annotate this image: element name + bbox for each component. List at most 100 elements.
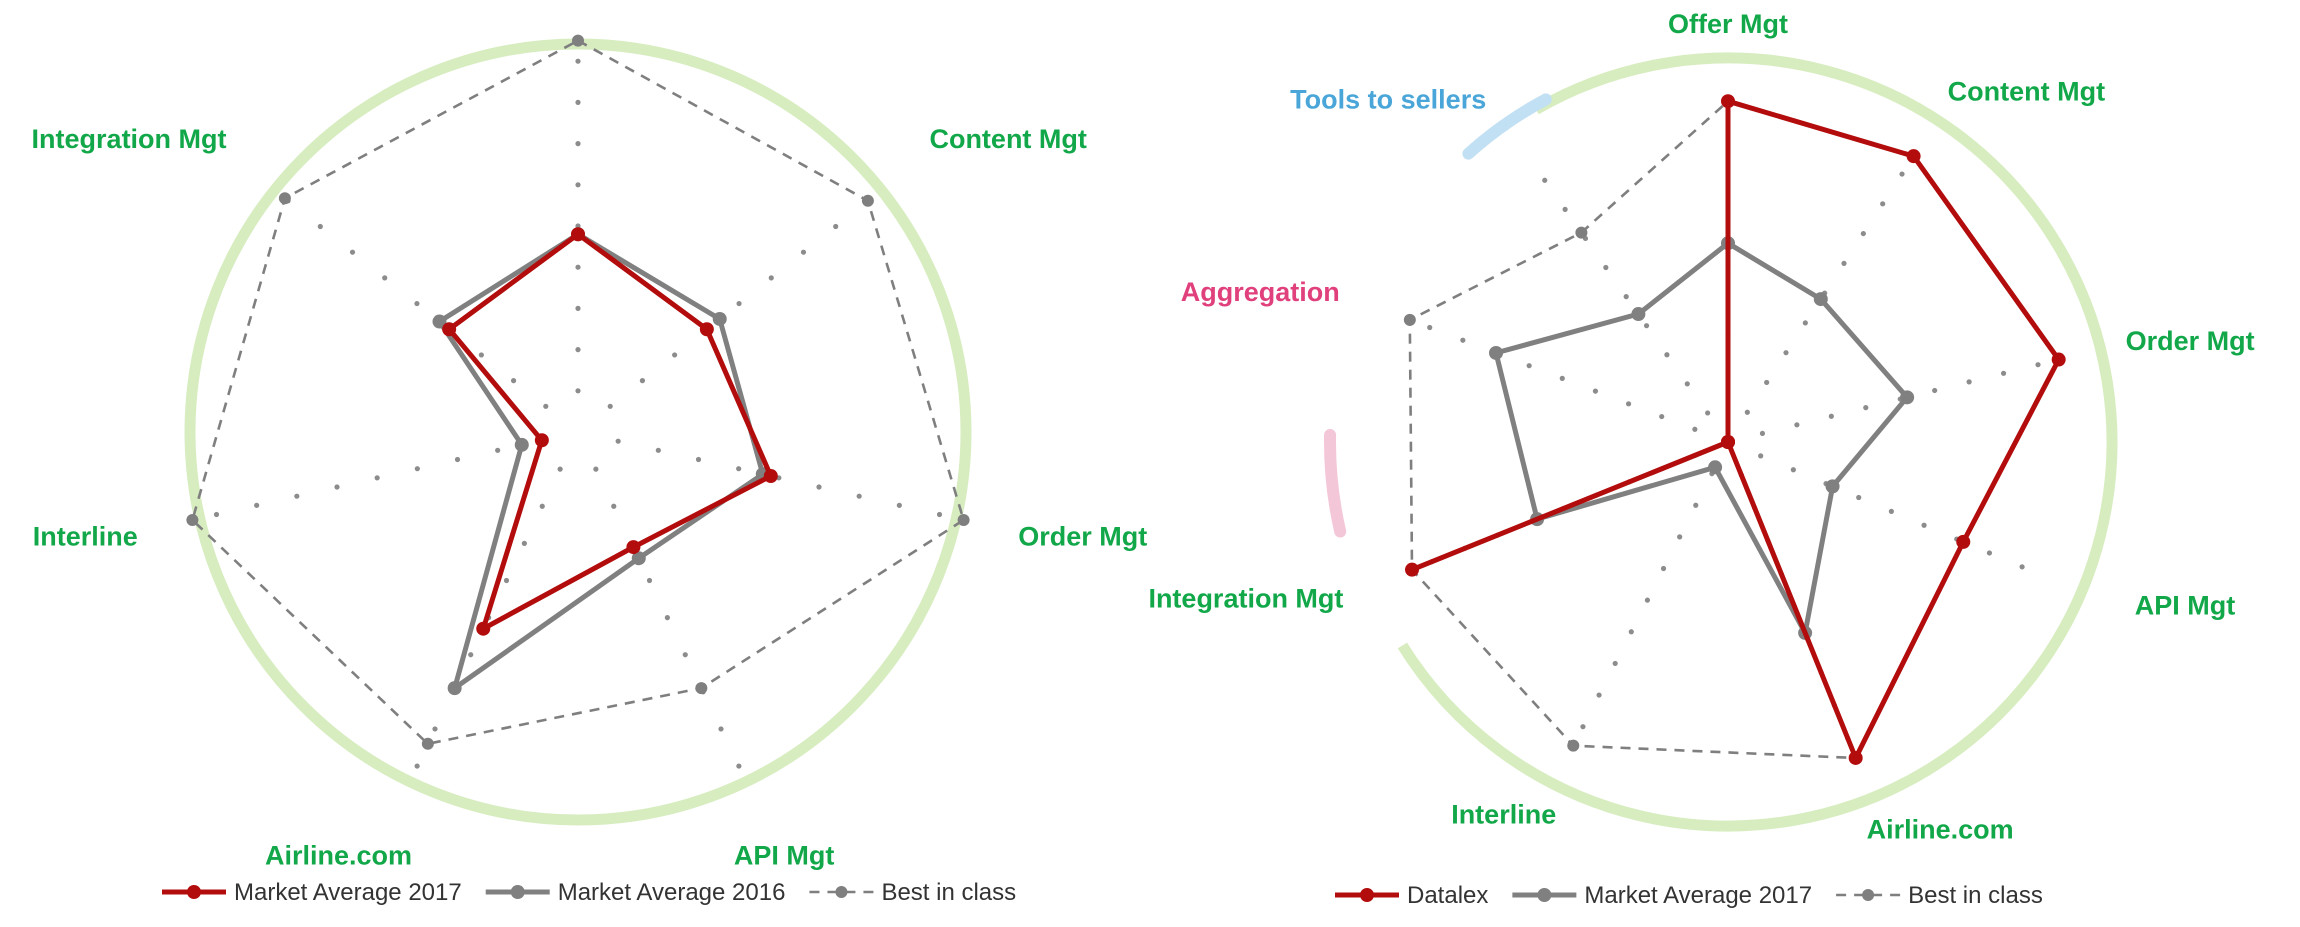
grid-dot	[816, 484, 822, 490]
legend-item-market-average-2017: Market Average 2017	[162, 879, 462, 906]
grid-dot	[1592, 388, 1599, 394]
data-point	[421, 737, 434, 750]
data-point	[571, 227, 585, 242]
legend-item-market-average-2016: Market Average 2016	[485, 879, 786, 906]
grid-dot	[414, 300, 420, 307]
grid-dot	[1888, 508, 1894, 514]
grid-dot	[1841, 260, 1847, 266]
grid-dot	[607, 403, 613, 409]
grid-dot	[374, 475, 380, 481]
grid-dot	[1932, 387, 1938, 394]
axis-label-tools-to-sellers: Tools to sellers	[1290, 85, 1486, 115]
grid-dot	[695, 456, 702, 463]
grid-dot	[317, 223, 323, 230]
outer-ring	[1397, 52, 2118, 832]
axis-label-interline: Interline	[1451, 799, 1556, 829]
axis-label-airline-com: Airline.com	[1867, 815, 2014, 845]
legend-swatch-marker	[1862, 889, 1875, 901]
grid-dot	[1783, 350, 1789, 356]
grid-dot	[575, 141, 581, 147]
grid-dot	[503, 577, 510, 584]
grid-dot	[615, 438, 621, 444]
grid-dot	[856, 493, 862, 499]
grid-dot	[1596, 692, 1602, 698]
grid-dot	[1744, 409, 1750, 415]
grid-dot	[1986, 550, 1993, 556]
grid-dot	[414, 763, 420, 769]
data-point	[1900, 390, 1915, 405]
data-point	[631, 551, 646, 566]
grid-dot	[1562, 206, 1568, 212]
data-point	[1956, 534, 1971, 549]
data-point	[699, 322, 714, 337]
legend-item-best-in-class: Best in class	[1836, 882, 2043, 909]
grid-dot	[736, 466, 742, 472]
axis-label-order-mgt: Order Mgt	[2126, 326, 2255, 356]
legend-swatch-marker	[1360, 888, 1374, 902]
grid-dot	[833, 223, 839, 230]
grid-dot	[1625, 401, 1632, 407]
aggregation-highlight-arc	[1324, 429, 1347, 538]
grid-dot	[495, 447, 501, 453]
legend-label: Best in class	[881, 879, 1016, 906]
data-point	[514, 437, 529, 452]
grid-dot	[1856, 494, 1862, 501]
grid-dot	[1899, 171, 1905, 177]
legend-swatch-marker	[835, 886, 848, 898]
legend-label: Datalex	[1407, 882, 1488, 909]
data-point	[1405, 562, 1420, 577]
grid-dot	[478, 352, 484, 358]
grid-dot	[575, 99, 581, 105]
grid-dot	[1659, 413, 1665, 420]
data-point	[1825, 479, 1840, 494]
grid-dot	[1692, 426, 1698, 432]
data-point	[572, 34, 584, 47]
grid-dot	[414, 466, 420, 472]
data-point	[2051, 352, 2066, 367]
grid-dot	[557, 466, 563, 472]
grid-dot	[294, 493, 300, 499]
legend-label: Market Average 2016	[558, 879, 786, 906]
grid-dot	[521, 540, 527, 546]
data-point	[476, 621, 491, 636]
data-point	[1813, 292, 1828, 307]
grid-dot	[896, 502, 902, 508]
data-point	[1403, 313, 1416, 326]
axis-label-integration-mgt: Integration Mgt	[1148, 584, 1343, 614]
grid-dot	[646, 577, 653, 584]
grid-dot	[1684, 381, 1690, 387]
grid-dots	[213, 58, 943, 769]
grid-dot	[1828, 413, 1834, 419]
grid-dot	[543, 403, 549, 409]
grid-dot	[1612, 660, 1618, 667]
data-point	[432, 314, 447, 329]
axis-label-interline: Interline	[33, 522, 138, 552]
grid-dot	[1603, 264, 1609, 271]
grid-dot	[254, 502, 260, 508]
grid-dot	[468, 652, 474, 658]
grid-dot	[539, 503, 545, 509]
outer-ring	[184, 38, 972, 826]
series-line	[191, 39, 965, 746]
data-point	[1848, 750, 1863, 765]
grid-dot	[1759, 430, 1766, 437]
grid-dot	[349, 249, 356, 255]
legend-label: Best in class	[1908, 882, 2043, 909]
grid-dot	[936, 511, 943, 518]
series-best-in-class	[186, 34, 970, 750]
data-point	[1708, 460, 1723, 475]
grid-dot	[1660, 565, 1667, 572]
grid-dot	[213, 511, 220, 518]
axis-label-api-mgt: API Mgt	[2135, 590, 2236, 620]
grid-dot	[575, 388, 581, 394]
series-market-average-2017	[442, 227, 778, 636]
grid-dot	[1863, 405, 1869, 411]
grid-dot	[2019, 564, 2025, 570]
grid-dot	[800, 249, 807, 255]
axis-label-content-mgt: Content Mgt	[929, 124, 1086, 154]
data-point	[1575, 226, 1588, 239]
grid-dot	[1559, 375, 1565, 381]
series-best-in-class	[1403, 95, 2065, 764]
